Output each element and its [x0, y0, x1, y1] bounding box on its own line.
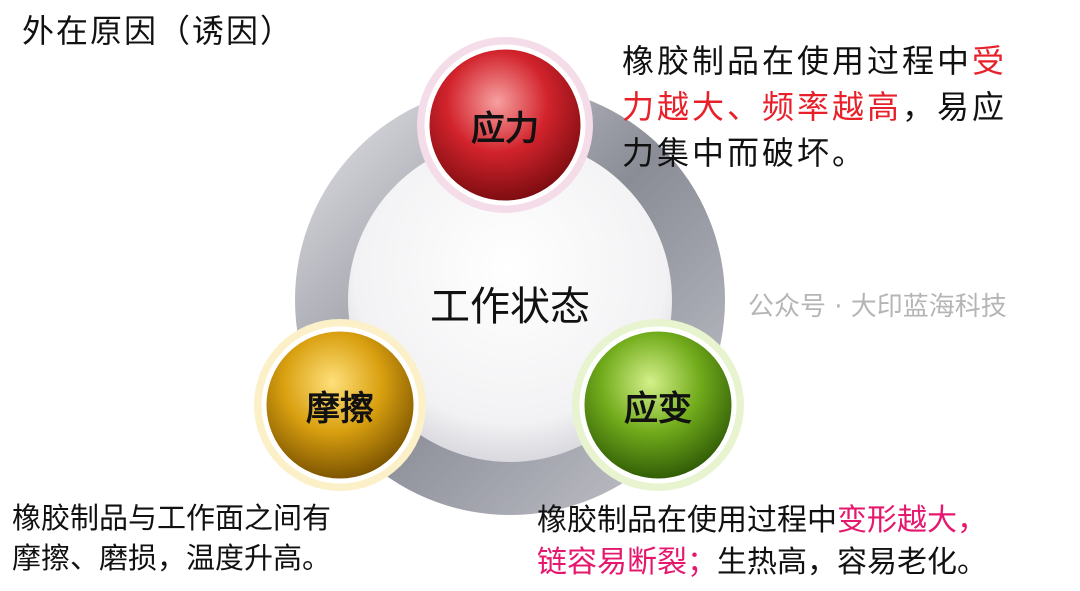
strain-description: 橡胶制品在使用过程中变形越大， 链容易断裂；生热高，容易老化。: [537, 500, 987, 584]
node-friction-label: 摩擦: [306, 388, 374, 429]
friction-description: 橡胶制品与工作面之间有 摩擦、磨损，温度升高。: [12, 498, 331, 578]
node-strain-circle: [579, 326, 737, 484]
text: ，易应: [902, 88, 1008, 126]
highlight-text: 链容易断裂；: [537, 545, 717, 580]
node-strain-label: 应变: [624, 388, 692, 429]
text: 橡胶制品与工作面之间有: [12, 501, 332, 535]
text: 摩擦、磨损，温度升高。: [12, 541, 332, 575]
highlight-text: 变形越大，: [837, 503, 987, 538]
text: 生热高，容易老化。: [717, 545, 987, 580]
highlight-text: 受: [972, 42, 1008, 80]
node-stress-label: 应力: [471, 108, 539, 149]
watermark: 公众号 · 大印蓝海科技: [748, 292, 1007, 322]
highlight-text: 力越大、频率越高: [622, 88, 903, 126]
node-friction-circle: [261, 326, 419, 484]
slide-title: 外在原因（诱因）: [22, 12, 295, 50]
text: 力集中而破坏。: [622, 134, 868, 172]
node-stress-circle: [424, 44, 586, 206]
stress-description: 橡胶制品在使用过程中受 力越大、频率越高，易应 力集中而破坏。: [622, 38, 1007, 176]
text: 橡胶制品在使用过程中: [622, 42, 973, 80]
text: 橡胶制品在使用过程中: [537, 503, 837, 538]
center-label: 工作状态: [430, 284, 590, 330]
